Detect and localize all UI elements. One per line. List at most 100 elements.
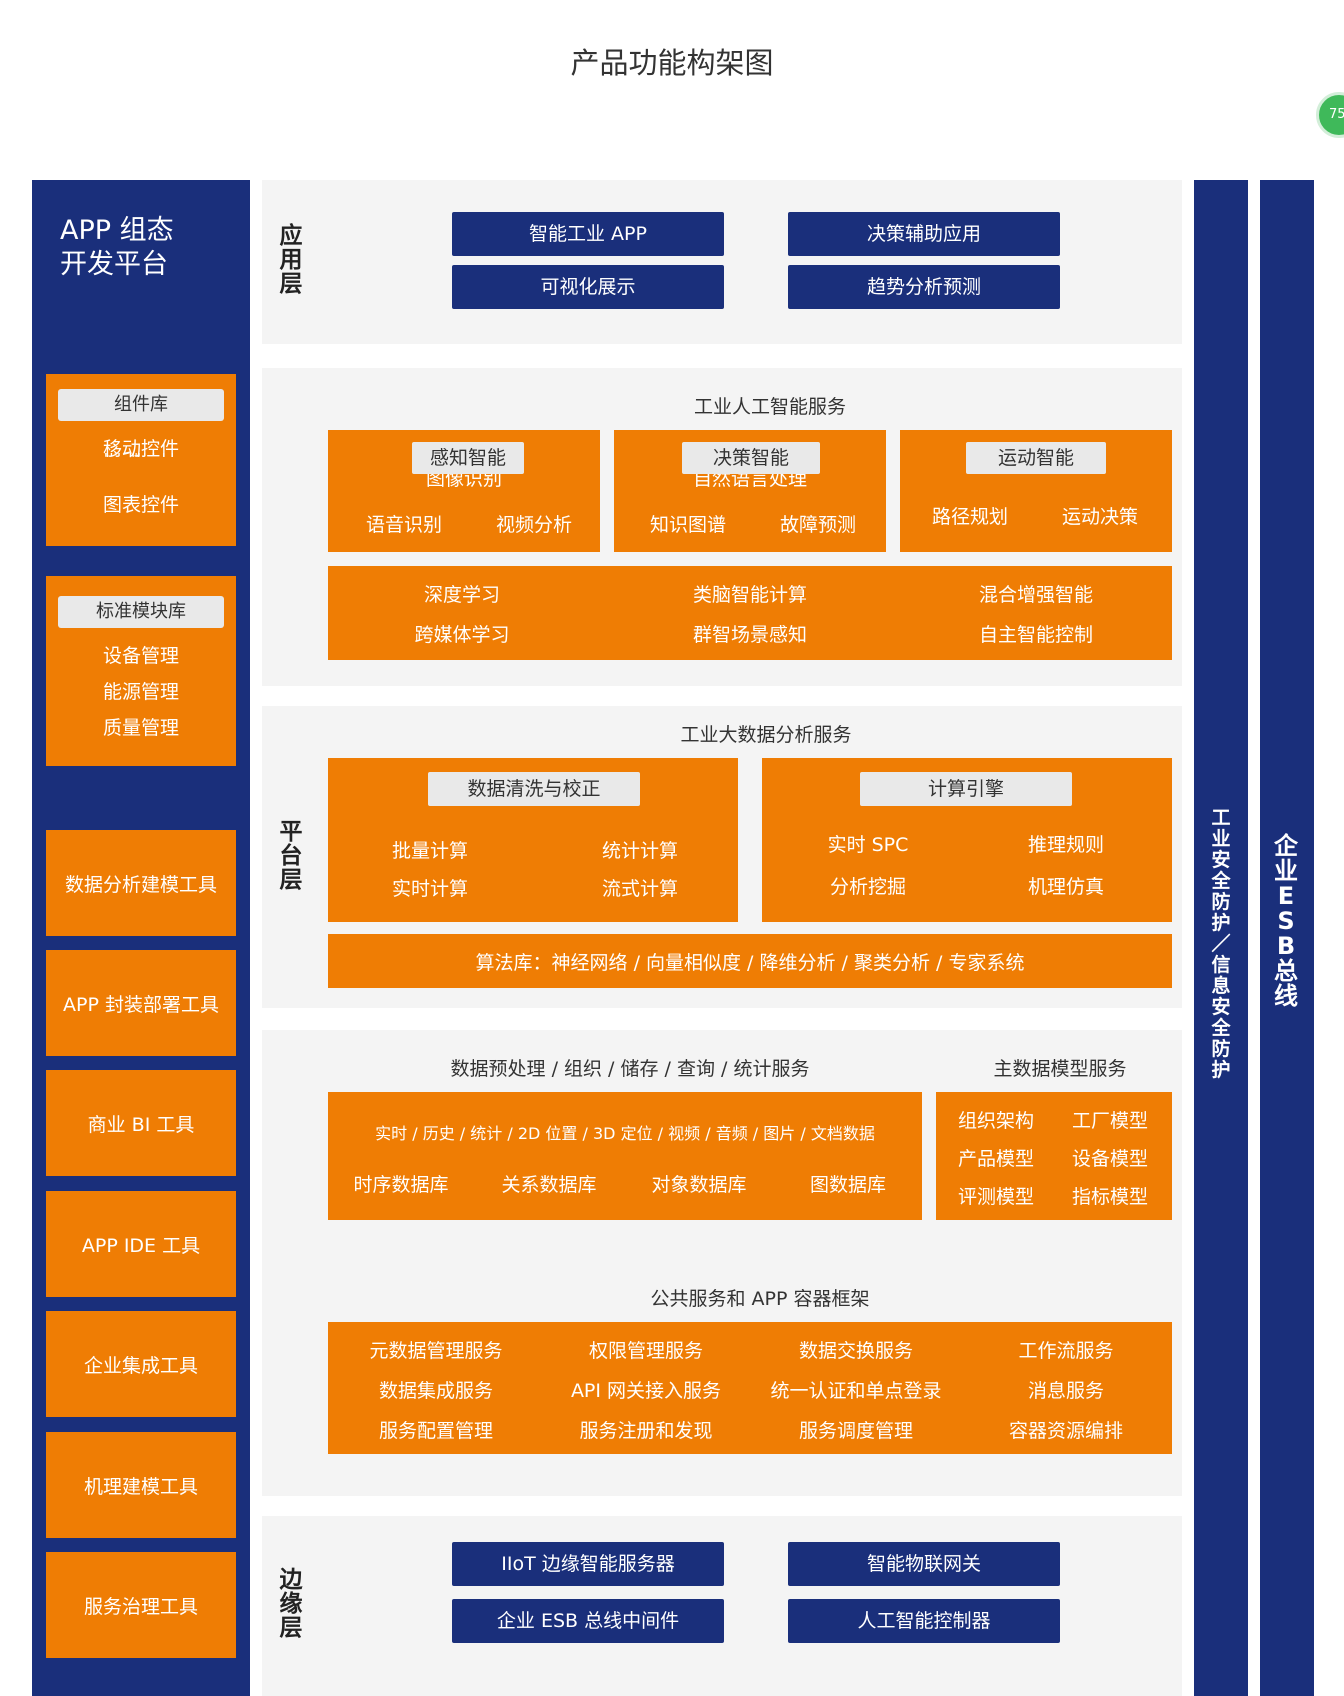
list-item: 语音识别 xyxy=(365,514,442,536)
list-item: 群智场景感知 xyxy=(692,624,807,646)
layer-label-text: 应用层 xyxy=(279,223,303,297)
list-item: 图表控件 xyxy=(102,494,179,516)
layer-label-text: 边缘层 xyxy=(279,1567,303,1641)
left-title-line1: APP 组态 xyxy=(60,215,174,246)
list-item: 服务注册和发现 xyxy=(579,1420,713,1442)
app-layer-item[interactable]: 智能工业 APP xyxy=(452,212,724,256)
list-item-clipped: 前端控件 xyxy=(46,453,236,467)
app-layer-item[interactable]: 趋势分析预测 xyxy=(788,265,1060,309)
list-item: 消息服务 xyxy=(1027,1380,1104,1402)
page-title: 产品功能构架图 xyxy=(570,46,774,80)
security-bar xyxy=(1194,180,1248,1696)
list-item: 前端控件 xyxy=(46,453,236,467)
public-section-title: 公共服务和 APP 容器框架 xyxy=(650,1288,870,1310)
left-title-line2: 开发平台 xyxy=(60,249,168,280)
list-item: 服务调度管理 xyxy=(798,1420,913,1442)
list-item: 质量管理 xyxy=(102,717,179,739)
list-item: 时序数据库 xyxy=(353,1174,449,1196)
tool-box: 服务治理工具 xyxy=(46,1552,236,1658)
list-item: 图数据库 xyxy=(809,1174,886,1196)
list-item: API 网关接入服务 xyxy=(570,1380,722,1402)
security-bar-text: 工业安全防护／信息安全防护 xyxy=(1211,807,1231,1081)
perception-tag: 感知智能 xyxy=(412,442,524,474)
perception-clipped-item: 图像识别 xyxy=(328,474,600,494)
list-item: 实时 SPC xyxy=(827,834,909,856)
list-item: 自主智能控制 xyxy=(978,624,1093,646)
esb-bus-bar xyxy=(1260,180,1314,1696)
edge-layer-item[interactable]: 人工智能控制器 xyxy=(788,1599,1060,1643)
list-item: 关系数据库 xyxy=(501,1174,597,1196)
component-library: 组件库 移动控件 前端控件 图表控件 xyxy=(46,374,236,546)
component-library-items: 移动控件 前端控件 图表控件 xyxy=(46,431,236,531)
data-section-title: 数据预处理 / 组织 / 储存 / 查询 / 统计服务 xyxy=(450,1058,810,1080)
tool-box: APP 封装部署工具 xyxy=(46,950,236,1056)
ai-base-box xyxy=(328,566,1172,660)
list-item: 服务配置管理 xyxy=(378,1420,493,1442)
module-library-tag: 标准模块库 xyxy=(58,596,224,628)
list-item: 自然语言处理 xyxy=(692,474,807,490)
public-service-box xyxy=(328,1322,1172,1454)
layer-label-platform: 平台层 xyxy=(276,820,306,892)
list-item: 类脑智能计算 xyxy=(692,584,807,606)
data-store-box xyxy=(328,1092,922,1220)
layer-label-app: 应用层 xyxy=(276,224,306,296)
ai-section-title: 工业人工智能服务 xyxy=(693,396,846,418)
bigdata-section-title: 工业大数据分析服务 xyxy=(680,724,852,746)
edge-layer-item[interactable]: IIoT 边缘智能服务器 xyxy=(452,1542,724,1586)
tool-box: 机理建模工具 xyxy=(46,1432,236,1538)
tool-box: APP IDE 工具 xyxy=(46,1191,236,1297)
left-column-title: APP 组态 开发平台 xyxy=(60,214,174,282)
list-item: 元数据管理服务 xyxy=(369,1340,503,1362)
list-item: 实时计算 xyxy=(391,878,468,900)
compute-engine-tag: 计算引擎 xyxy=(860,772,1072,806)
list-item: 分析挖掘 xyxy=(829,876,906,898)
algorithm-library-box xyxy=(328,934,1172,988)
list-item: 流式计算 xyxy=(601,878,678,900)
edge-layer-item[interactable]: 智能物联网关 xyxy=(788,1542,1060,1586)
master-data-title: 主数据模型服务 xyxy=(993,1058,1127,1080)
list-item: 设备模型 xyxy=(1071,1148,1148,1170)
list-item: 机理仿真 xyxy=(1027,876,1104,898)
tool-box: 企业集成工具 xyxy=(46,1311,236,1417)
tool-box: 商业 BI 工具 xyxy=(46,1070,236,1176)
list-item: 数据交换服务 xyxy=(798,1340,913,1362)
standard-module-library: 标准模块库 设备管理 能源管理 质量管理 xyxy=(46,576,236,766)
list-item: 深度学习 xyxy=(423,584,500,606)
list-item: 路径规划 xyxy=(931,506,1008,528)
list-item: 产品模型 xyxy=(957,1148,1034,1170)
list-item: 工厂模型 xyxy=(1071,1110,1148,1132)
tool-box: 数据分析建模工具 xyxy=(46,830,236,936)
list-item: 统一认证和单点登录 xyxy=(770,1380,942,1402)
tool-label: 数据分析建模工具 xyxy=(64,873,217,896)
list-item: 数据集成服务 xyxy=(378,1380,493,1402)
list-item: 对象数据库 xyxy=(651,1174,747,1196)
app-layer-item[interactable]: 可视化展示 xyxy=(452,265,724,309)
decision-tag: 决策智能 xyxy=(682,442,820,474)
app-layer-panel xyxy=(262,180,1182,344)
list-item: 移动控件 xyxy=(102,438,179,460)
decision-clipped-item: 自然语言处理 xyxy=(614,474,886,494)
tool-label: APP 封装部署工具 xyxy=(63,993,219,1016)
esb-bus-text: 企业ESB总线 xyxy=(1274,832,1298,1010)
list-item: 跨媒体学习 xyxy=(414,624,510,646)
list-item: 混合增强智能 xyxy=(978,584,1093,606)
list-item: 故障预测 xyxy=(779,514,856,536)
list-item: 容器资源编排 xyxy=(1008,1420,1123,1442)
app-layer-item[interactable]: 决策辅助应用 xyxy=(788,212,1060,256)
list-item: 设备管理 xyxy=(102,645,179,667)
list-item: 权限管理服务 xyxy=(588,1340,703,1362)
list-item: 统计计算 xyxy=(601,840,678,862)
list-item: 视频分析 xyxy=(495,514,572,536)
list-item: 图像识别 xyxy=(425,474,502,490)
status-badge[interactable]: 75 xyxy=(1316,92,1344,138)
list-item: 知识图谱 xyxy=(649,514,726,536)
list-item: 运动决策 xyxy=(1061,506,1138,528)
tool-label: 商业 BI 工具 xyxy=(87,1113,195,1136)
list-item: 指标模型 xyxy=(1071,1186,1148,1208)
list-item: 评测模型 xyxy=(957,1186,1034,1208)
tool-label: 企业集成工具 xyxy=(83,1354,198,1377)
layer-label-text: 平台层 xyxy=(279,819,303,893)
algorithm-library-text: 算法库：神经网络 / 向量相似度 / 降维分析 / 聚类分析 / 专家系统 xyxy=(475,952,1025,974)
data-types-text: 实时 / 历史 / 统计 / 2D 位置 / 3D 定位 / 视频 / 音频 /… xyxy=(375,1124,875,1143)
edge-layer-item[interactable]: 企业 ESB 总线中间件 xyxy=(452,1599,724,1643)
